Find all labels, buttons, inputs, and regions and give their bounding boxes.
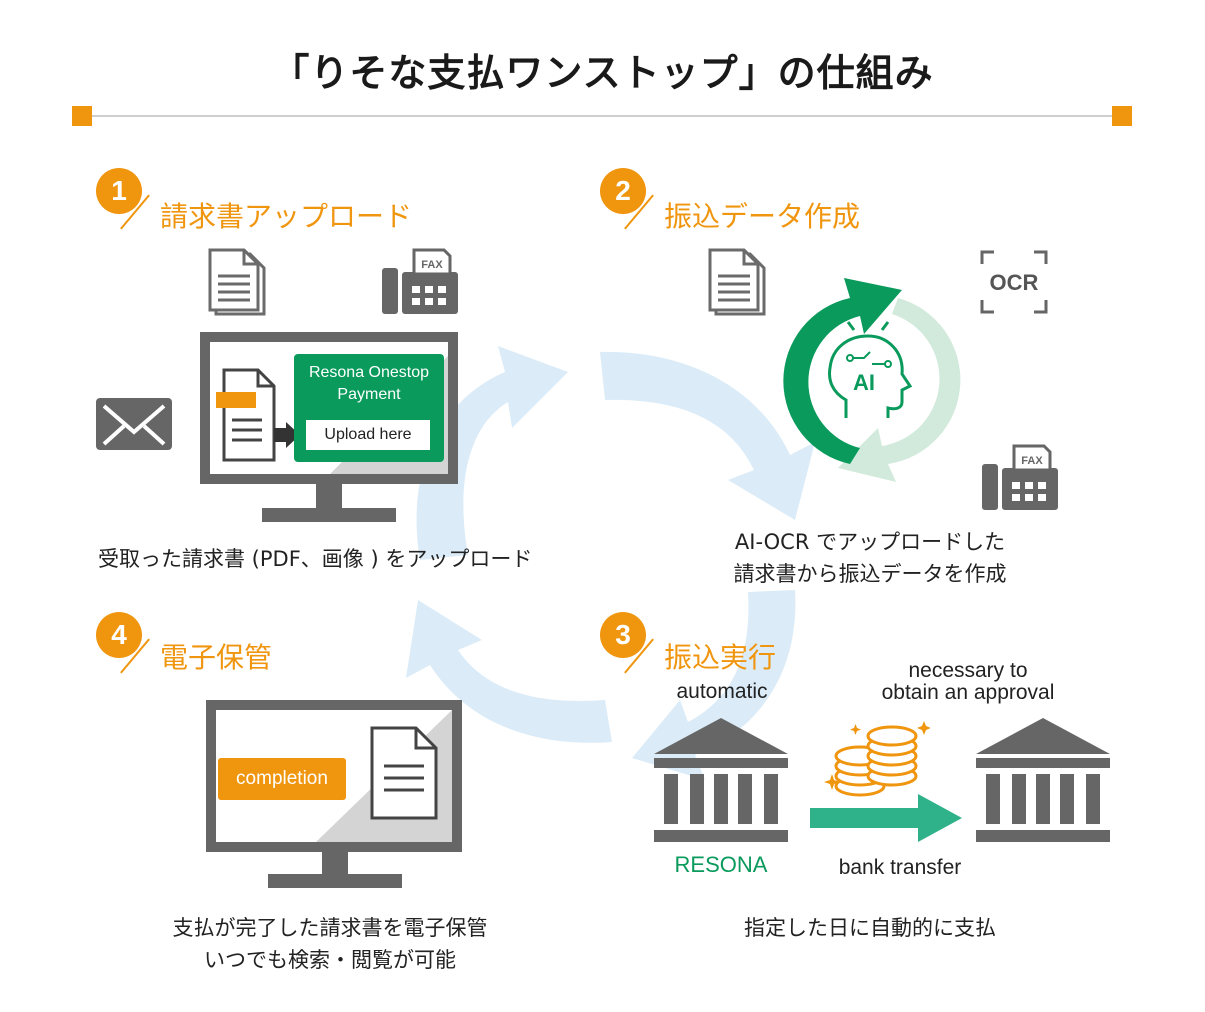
bank-transfer-label: bank transfer: [838, 856, 962, 879]
step2-title: 振込データ作成: [664, 200, 861, 233]
bank-icon: [976, 718, 1110, 842]
step1-caption: 受取った請求書 (PDF、画像 ) をアップロード: [98, 547, 533, 571]
bank-icon: [654, 718, 788, 842]
ai-cycle-graphic: AI: [783, 278, 961, 482]
approval-line1: necessary to: [908, 659, 1028, 682]
approval-label: necessary to obtain an approval: [850, 660, 1086, 704]
fax-label: FAX: [1021, 455, 1043, 467]
step4-caption: 支払が完了した請求書を電子保管 いつでも検索・閲覧が可能: [150, 912, 510, 976]
coins-icon: [824, 721, 930, 797]
ocr-label: OCR: [990, 270, 1039, 295]
step4-title: 電子保管: [160, 641, 273, 674]
upload-here-button[interactable]: Upload here: [324, 426, 412, 443]
brand-line1: Resona Onestop: [308, 364, 430, 381]
rule-left-marker: [72, 106, 92, 126]
step1-number-badge: 1: [96, 168, 142, 214]
approval-line2: obtain an approval: [881, 681, 1055, 704]
bank-name: RESONA: [674, 852, 768, 877]
step3-title: 振込実行: [664, 641, 777, 674]
step2-caption-line2: 請求書から振込データを作成: [733, 562, 1007, 586]
fax-icon: FAX: [382, 248, 458, 314]
page-title: 「りそな支払ワンストップ」の仕組み: [271, 51, 934, 95]
document-icon: [208, 248, 266, 316]
step2-caption-line1: AI-OCR でアップロードした: [734, 530, 1006, 554]
brand-line2: Payment: [337, 386, 401, 403]
step3-caption: 指定した日に自動的に支払: [744, 916, 996, 940]
monitor-upload: [200, 332, 458, 522]
brand-name: Resona Onestop Payment: [294, 362, 444, 406]
cycle-arrows: [406, 346, 815, 780]
monitor-archive: [206, 700, 462, 888]
rule-right-marker: [1112, 106, 1132, 126]
completion-badge: completion: [236, 768, 328, 789]
envelope-icon: [96, 398, 172, 450]
fax-label: FAX: [421, 259, 443, 271]
ai-label: AI: [853, 370, 875, 395]
document-icon: [708, 248, 766, 316]
automatic-label: automatic: [676, 680, 768, 703]
step4-caption-line2: いつでも検索・閲覧が可能: [204, 948, 456, 972]
fax-icon: FAX: [982, 444, 1058, 510]
step2-number-badge: 2: [600, 168, 646, 214]
ocr-icon: OCR: [980, 250, 1048, 314]
step2-caption: AI-OCR でアップロードした 請求書から振込データを作成: [700, 526, 1040, 590]
transfer-arrow: [810, 794, 962, 842]
step1-title: 請求書アップロード: [160, 200, 413, 233]
step3-number-badge: 3: [600, 612, 646, 658]
step4-number-badge: 4: [96, 612, 142, 658]
step4-caption-line1: 支払が完了した請求書を電子保管: [172, 916, 488, 940]
